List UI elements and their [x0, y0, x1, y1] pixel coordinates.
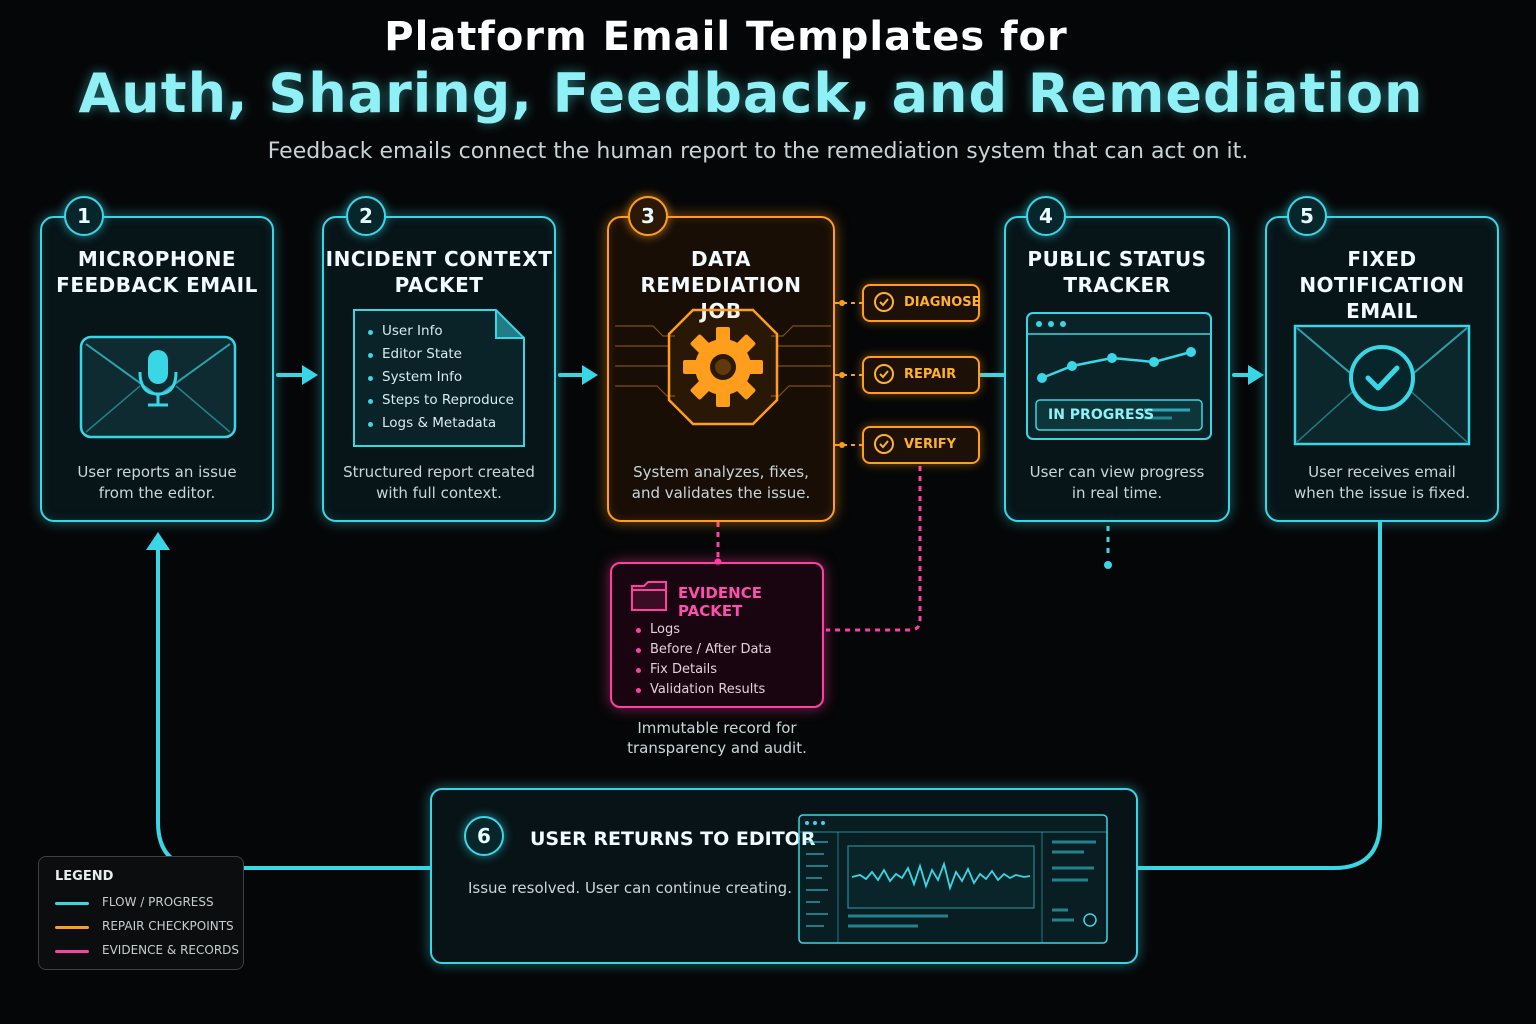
legend-swatch [55, 926, 89, 929]
arrowhead-1-2 [302, 365, 318, 385]
evidence-items-list: Logs Before / After Data Fix Details Val… [634, 620, 772, 700]
microphone-envelope-icon [79, 335, 237, 439]
checkpoint-label: DIAGNOSE [904, 295, 981, 310]
card-4-title-line-2: TRACKER [1063, 273, 1171, 297]
list-item: Fix Details [634, 660, 772, 680]
list-item: Steps to Reproduce [366, 389, 514, 412]
card-public-status-tracker[interactable]: PUBLIC STATUS TRACKER IN PROGRESS User c… [1004, 216, 1230, 522]
arrowhead-4-5 [1248, 365, 1264, 385]
arrowhead-2-3 [582, 365, 598, 385]
card-6-title: USER RETURNS TO EDITOR [530, 828, 816, 850]
card-1-title-line-2: FEEDBACK EMAIL [56, 273, 258, 297]
checkpoint-verify[interactable]: VERIFY [862, 426, 980, 464]
card-2-desc-line-1: Structured report created [343, 463, 535, 481]
checkpoint-repair[interactable]: REPAIR [862, 356, 980, 394]
status-badge: IN PROGRESS [1048, 407, 1155, 423]
evidence-title: EVIDENCE PACKET [678, 584, 762, 620]
legend-title: LEGEND [55, 869, 114, 884]
card-fixed-notification-email[interactable]: FIXED NOTIFICATION EMAIL User receives e… [1265, 216, 1499, 522]
check-envelope-icon [1293, 324, 1471, 446]
card-5-desc-line-2: when the issue is fixed. [1293, 484, 1471, 502]
list-item: Logs & Metadata [366, 412, 514, 435]
checkpoint-diagnose[interactable]: DIAGNOSE [862, 284, 981, 322]
list-item: System Info [366, 366, 514, 389]
subtitle: Feedback emails connect the human report… [267, 139, 1249, 164]
list-item: Validation Results [634, 680, 772, 700]
card-4-desc-line-1: User can view progress [1029, 463, 1205, 481]
card-5-desc-line-1: User receives email [1308, 463, 1456, 481]
legend-label: EVIDENCE & RECORDS [102, 943, 240, 957]
legend-swatch [55, 950, 89, 953]
check-icon [874, 434, 894, 454]
list-item: Logs [634, 620, 772, 640]
card-3-desc-line-1: System analyzes, fixes, [633, 463, 809, 481]
card-3-desc-line-2: and validates the issue. [631, 484, 811, 502]
check-icon [874, 364, 894, 384]
checkpoint-label: REPAIR [904, 367, 957, 382]
evidence-packet[interactable]: EVIDENCE PACKET Logs Before / After Data… [610, 562, 824, 708]
list-item: Before / After Data [634, 640, 772, 660]
document-icon [353, 309, 525, 447]
evidence-desc-line-2: transparency and audit. [627, 739, 807, 757]
list-item: User Info [366, 320, 514, 343]
step-number-3: 3 [628, 196, 668, 236]
card-1-title-line-1: MICROPHONE [77, 247, 237, 271]
title-line-1: Platform Email Templates for [384, 14, 1068, 60]
card-5-title-line-2: EMAIL [1346, 299, 1418, 323]
list-item: Editor State [366, 343, 514, 366]
step-number-5: 5 [1287, 196, 1327, 236]
browser-chart-icon [1026, 312, 1212, 440]
waveform-editor-icon [798, 814, 1108, 944]
card-2-title-line-1: INCIDENT CONTEXT [325, 247, 553, 271]
checkpoint-label: VERIFY [904, 437, 957, 452]
card-1-desc-line-2: from the editor. [98, 484, 216, 502]
card-user-returns-to-editor[interactable]: 6 USER RETURNS TO EDITOR Issue resolved.… [430, 788, 1138, 964]
card-1-desc-line-1: User reports an issue [77, 463, 237, 481]
card-6-desc: Issue resolved. User can continue creati… [468, 879, 792, 897]
card-data-remediation-job[interactable]: DATA REMEDIATION JOB [607, 216, 835, 522]
folder-icon [631, 581, 667, 611]
step-number-4: 4 [1026, 196, 1066, 236]
arrowhead-to-1 [146, 532, 170, 550]
legend-label: FLOW / PROGRESS [102, 895, 214, 909]
loop-6-to-1 [156, 548, 430, 870]
legend-swatch [55, 902, 89, 905]
loop-5-to-6 [1138, 522, 1382, 870]
gear-icon [615, 308, 831, 426]
card-microphone-feedback-email[interactable]: MICROPHONE FEEDBACK EMAIL User reports a… [40, 216, 274, 522]
step-number-2: 2 [346, 196, 386, 236]
step-number-6: 6 [464, 816, 504, 856]
evidence-desc-line-1: Immutable record for [637, 719, 797, 737]
card-incident-context-packet[interactable]: INCIDENT CONTEXT PACKET User Info Editor… [322, 216, 556, 522]
card-5-title-line-1: FIXED NOTIFICATION [1299, 247, 1465, 297]
card-2-desc-line-2: with full context. [376, 484, 502, 502]
card-3-title-line-1: DATA REMEDIATION [640, 247, 802, 297]
card-4-desc-line-2: in real time. [1071, 484, 1163, 502]
check-icon [874, 292, 894, 312]
legend: LEGEND FLOW / PROGRESS REPAIR CHECKPOINT… [38, 856, 244, 970]
legend-label: REPAIR CHECKPOINTS [102, 919, 234, 933]
card-4-title-line-1: PUBLIC STATUS [1027, 247, 1207, 271]
step-number-1: 1 [64, 196, 104, 236]
context-items-list: User Info Editor State System Info Steps… [366, 320, 514, 435]
title-line-2: Auth, Sharing, Feedback, and Remediation [78, 62, 1424, 125]
card-2-title-line-2: PACKET [394, 273, 484, 297]
